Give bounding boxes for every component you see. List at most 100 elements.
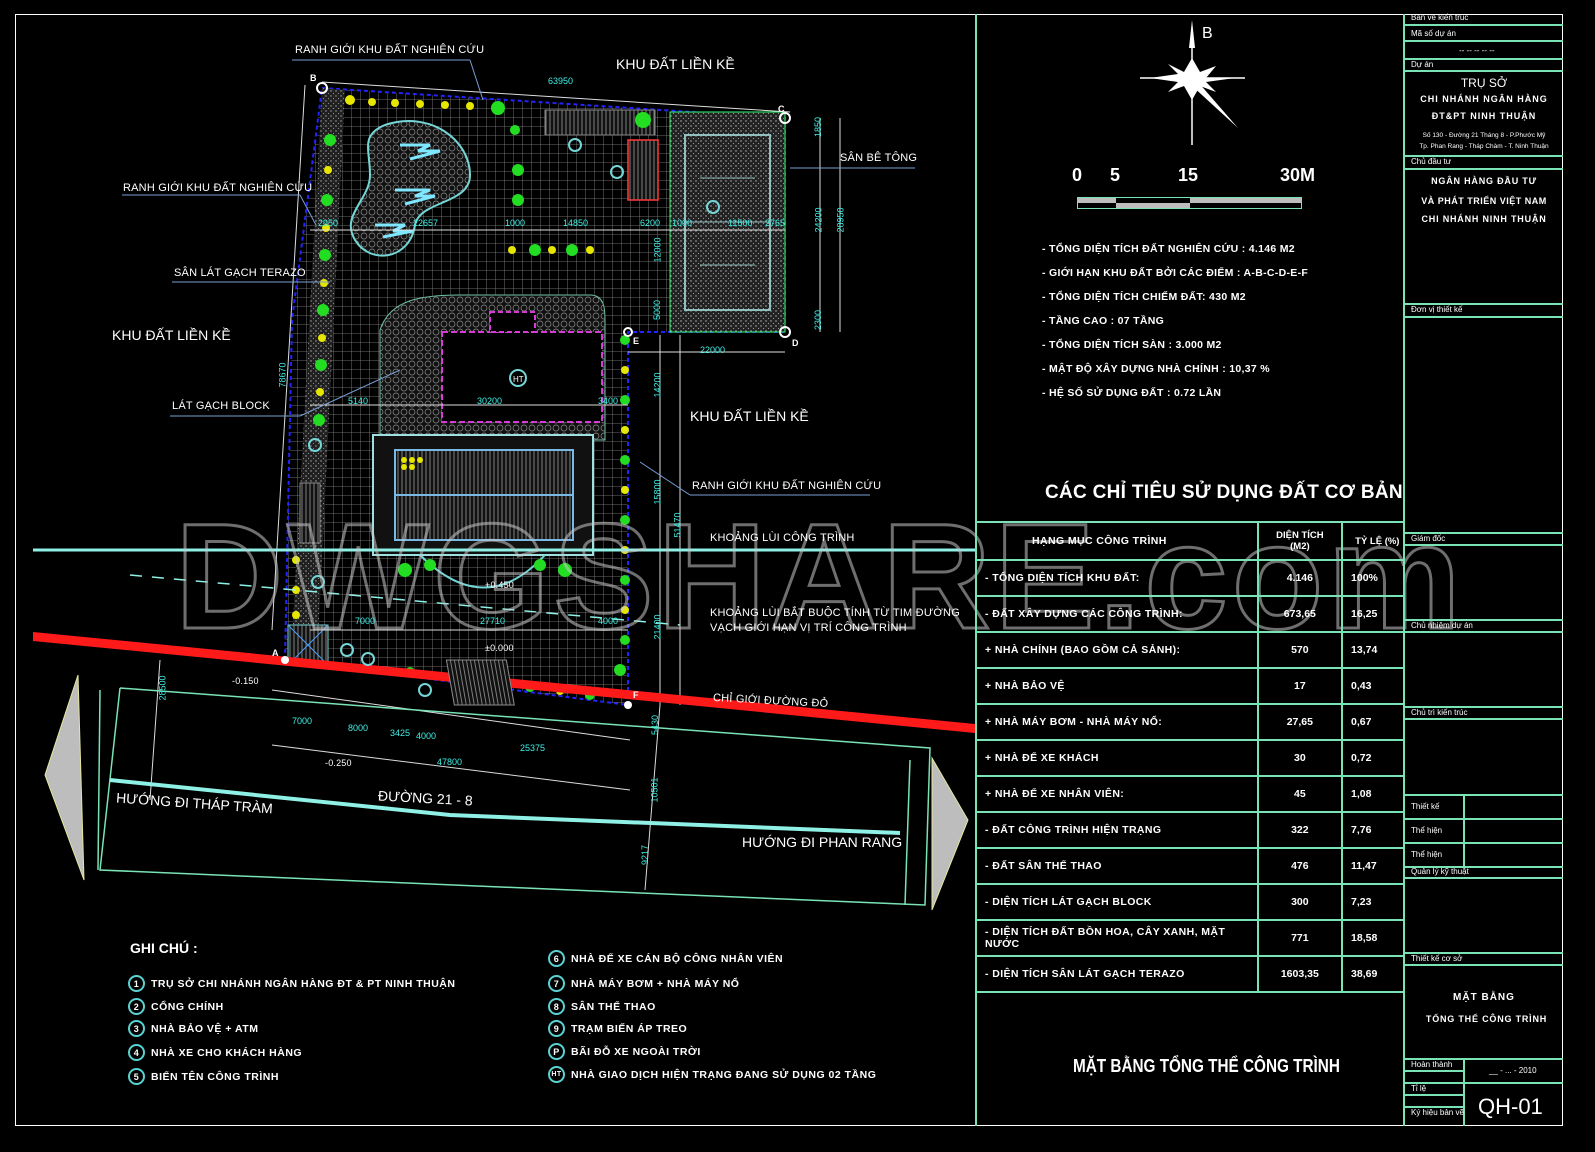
dim-row3-2: 4000: [598, 616, 619, 626]
tb-chu-tri: Chủ trì kiến trúc: [1411, 708, 1468, 717]
stat-line: - TỔNG DIỆN TÍCH CHIẾM ĐẤT: 430 M2: [1042, 291, 1246, 303]
divider-drawing: [975, 14, 977, 1126]
land-use-title: CÁC CHỈ TIÊU SỬ DỤNG ĐẤT CƠ BẢN: [1045, 482, 1403, 503]
tb-du-an: Dự án: [1411, 60, 1434, 69]
tb-line: [1403, 155, 1563, 157]
dim-row2-2: 3400: [598, 396, 619, 406]
tb-line: [1403, 794, 1563, 796]
dim-vert-51470: 51470: [672, 512, 683, 538]
tb-line: [1403, 70, 1563, 72]
tb-project-1: TRỤ SỞ: [1460, 76, 1508, 90]
tb-the-hien-2: Thể hiện: [1411, 850, 1443, 859]
point-b: B: [310, 73, 317, 83]
tb-thiet-ke: Thiết kế: [1411, 802, 1440, 811]
tb-project-2: CHI NHÁNH NGÂN HÀNG: [1420, 94, 1548, 104]
trees-top: [345, 95, 651, 206]
legend-marker-icon: 5: [128, 1068, 145, 1085]
stat-line: - HỆ SỐ SỬ DỤNG ĐẤT : 0.72 LẦN: [1042, 387, 1222, 399]
tb-ban-ve: Bản vẽ kiến trúc: [1411, 13, 1469, 22]
tb-chu-dau-tu: Chủ đầu tư: [1411, 157, 1452, 166]
scale-bar-labels: 0 5 15 30M: [1072, 165, 1316, 185]
dim-vert-5000: 5000: [652, 299, 663, 321]
label-position-limit: VẠCH GIỚI HẠN VỊ TRÍ CÔNG TRÌNH: [710, 622, 907, 634]
stat-line: - TỔNG DIỆN TÍCH SÀN : 3.000 M2: [1042, 339, 1222, 351]
tb-address-1: Số 130 - Đường 21 Tháng 8 - P.Phước Mỹ: [1422, 132, 1546, 139]
point-c: C: [778, 104, 785, 114]
dim-left-total: 78670: [277, 362, 288, 388]
tb-line: [1403, 303, 1563, 305]
scale-bar: [1077, 197, 1302, 209]
dim-row1-7: 2765: [765, 218, 786, 228]
dim-vert-12000: 12000: [652, 237, 663, 263]
tb-ma-so: Mã số dự án: [1411, 29, 1456, 38]
legend-marker-icon: 9: [548, 1020, 565, 1037]
dim-row1-2: 1000: [505, 218, 526, 228]
tb-line: [1403, 1058, 1563, 1060]
stat-line: - MẬT ĐỘ XÂY DỰNG NHÀ CHÍNH : 10,37 %: [1042, 363, 1270, 375]
legend-marker-icon: 1: [128, 975, 145, 992]
dim-row1-6: 11500: [728, 218, 753, 228]
tb-ky-hieu: Ký hiệu bản vẽ: [1411, 1108, 1464, 1117]
tb-line: [1403, 1070, 1465, 1072]
tb-hoan-thanh: Hoàn thành: [1411, 1060, 1453, 1069]
dim-vert-14200: 14200: [652, 372, 663, 398]
elevation-4: ±0.000: [485, 643, 514, 653]
tb-line: [1403, 619, 1563, 621]
stat-line: - GIỚI HẠN KHU ĐẤT BỞI CÁC ĐIỂM : A-B-C-…: [1042, 267, 1309, 279]
tb-line: [1403, 1082, 1563, 1084]
tb-line: [1463, 794, 1465, 866]
table-header-row: HẠNG MỤC CÔNG TRÌNH DIỆN TÍCH (M2) TỶ LỆ…: [977, 523, 1403, 561]
tb-sheet-title-1: MẶT BẰNG: [1453, 992, 1515, 1003]
label-block-paving: LÁT GẠCH BLOCK: [172, 400, 270, 412]
tb-quan-ly: Quản lý kỹ thuật: [1411, 867, 1469, 876]
drawing-title: MẶT BẰNG TỔNG THỂ CÔNG TRÌNH: [1073, 1056, 1340, 1076]
tb-line: [1403, 168, 1563, 170]
label-mandatory-setback: KHOẢNG LÙI BẮT BUỘC TÍNH TỪ TIM ĐƯỜNG: [710, 607, 960, 619]
elevation-2: -0.250: [325, 758, 352, 768]
tb-line: [1403, 877, 1563, 879]
label-terrazo: SÂN LÁT GẠCH TERAZO: [174, 267, 306, 279]
tb-line: [1403, 631, 1563, 633]
tb-line: [1403, 866, 1563, 868]
stat-line: - TẦNG CAO : 07 TẦNG: [1042, 315, 1165, 327]
site-plan-drawing: HT: [33, 59, 975, 911]
legend-marker-icon: P: [548, 1043, 565, 1060]
dim-top: 63950: [548, 76, 574, 86]
tb-line: [1403, 24, 1563, 26]
elevation-1: -0.150: [232, 676, 259, 686]
tb-owner-2: VÀ PHÁT TRIỂN VIỆT NAM: [1421, 196, 1547, 206]
tb-the-hien-1: Thể hiện: [1411, 826, 1443, 835]
dim-right-inner: 24200: [813, 207, 824, 233]
dim-row3-0: 7000: [355, 616, 376, 626]
dim-road-10501: 10501: [649, 777, 660, 803]
trees-right: [614, 335, 630, 676]
label-boundary-left: RANH GIỚI KHU ĐẤT NGHIÊN CỨU: [123, 182, 313, 194]
tb-line: [1403, 842, 1563, 844]
point-d: D: [792, 338, 799, 348]
tb-line: [1403, 544, 1563, 546]
legend-marker-icon: 3: [128, 1020, 145, 1037]
dim-bottom-1: 8000: [348, 723, 369, 733]
legend-marker-icon: 8: [548, 998, 565, 1015]
dim-vert-21400: 21400: [652, 614, 663, 640]
dim-bottom-2: 3425: [390, 728, 411, 738]
north-arrow-icon: B: [1140, 20, 1245, 145]
dim-right-bottom-small: 2300: [813, 309, 824, 331]
legend-marker-icon: 6: [548, 950, 565, 967]
tb-don-vi: Đơn vị thiết kế: [1411, 305, 1463, 314]
dim-bottom-total: 47800: [437, 757, 463, 767]
legend-marker-icon: 4: [128, 1044, 145, 1061]
